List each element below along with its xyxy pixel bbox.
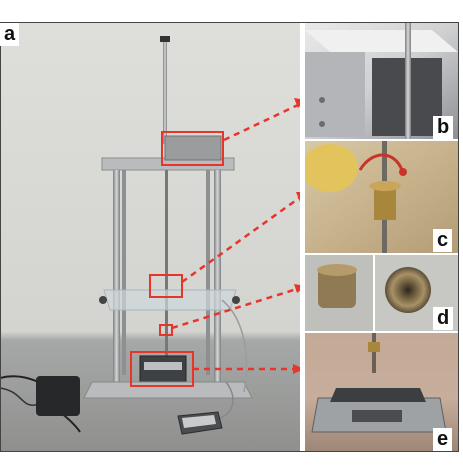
- bottle: [302, 144, 358, 192]
- spindle: [405, 22, 411, 139]
- brass-collar-top: [369, 181, 401, 191]
- probe-rod: [372, 333, 376, 373]
- divider-d-e: [305, 331, 458, 333]
- divider-vertical: [300, 22, 305, 452]
- platform-knob-left: [99, 296, 107, 304]
- screw-1: [319, 97, 325, 103]
- divider-c-d: [305, 253, 458, 255]
- frame-post-left-front: [113, 170, 120, 385]
- housing-front: [305, 52, 365, 137]
- figure-border: [0, 22, 459, 452]
- red-tube: [358, 153, 404, 171]
- red-knob: [399, 168, 407, 176]
- panel-label-d: d: [433, 307, 454, 330]
- fitting-end-view: [385, 267, 431, 313]
- probe-collar: [368, 342, 380, 352]
- arrow-to-d: [171, 286, 301, 330]
- rod-cap: [160, 36, 170, 42]
- top-rod: [163, 38, 167, 144]
- frame-post-left-back: [122, 170, 126, 375]
- screw-2: [319, 121, 325, 127]
- divider-b-c: [305, 139, 458, 141]
- highlight-box-d: [159, 324, 173, 336]
- clamp-slot: [352, 410, 402, 422]
- highlight-box-c: [149, 274, 183, 298]
- divider-d-inner: [373, 255, 375, 331]
- arrow-to-b: [223, 102, 301, 142]
- panel-c: [302, 141, 458, 253]
- highlight-box-b: [161, 131, 224, 166]
- central-rod: [165, 170, 168, 360]
- brass-collar: [374, 184, 396, 220]
- clamp-top-plate: [330, 388, 426, 402]
- power-adapter: [36, 376, 80, 416]
- panel-dividers: [300, 22, 458, 452]
- frame-post-right-front: [214, 170, 221, 385]
- lower-holder-plate: [144, 362, 182, 370]
- panel-d: [305, 255, 458, 331]
- housing-top: [305, 30, 458, 52]
- callout-arrows: [171, 102, 303, 371]
- cable-right: [221, 299, 248, 393]
- platform-knob-right: [232, 296, 240, 304]
- panel-label-b: b: [433, 116, 454, 139]
- frame-post-right-back: [206, 170, 210, 375]
- cable-left-2: [0, 387, 41, 406]
- panel-label-a: a: [0, 23, 20, 46]
- panel-label-e: e: [433, 428, 453, 451]
- threaded-fitting-top: [317, 264, 357, 276]
- motor-box: [164, 135, 222, 161]
- foot-pedal-top: [182, 415, 216, 428]
- arrow-head-e: [293, 364, 304, 374]
- panel-a: [0, 22, 308, 452]
- arrow-to-c: [181, 194, 303, 284]
- panel-b: [305, 22, 458, 139]
- middle-platform: [103, 289, 237, 311]
- panel-label-c: c: [433, 229, 453, 252]
- base-plate: [83, 381, 253, 399]
- threaded-fitting: [318, 268, 356, 308]
